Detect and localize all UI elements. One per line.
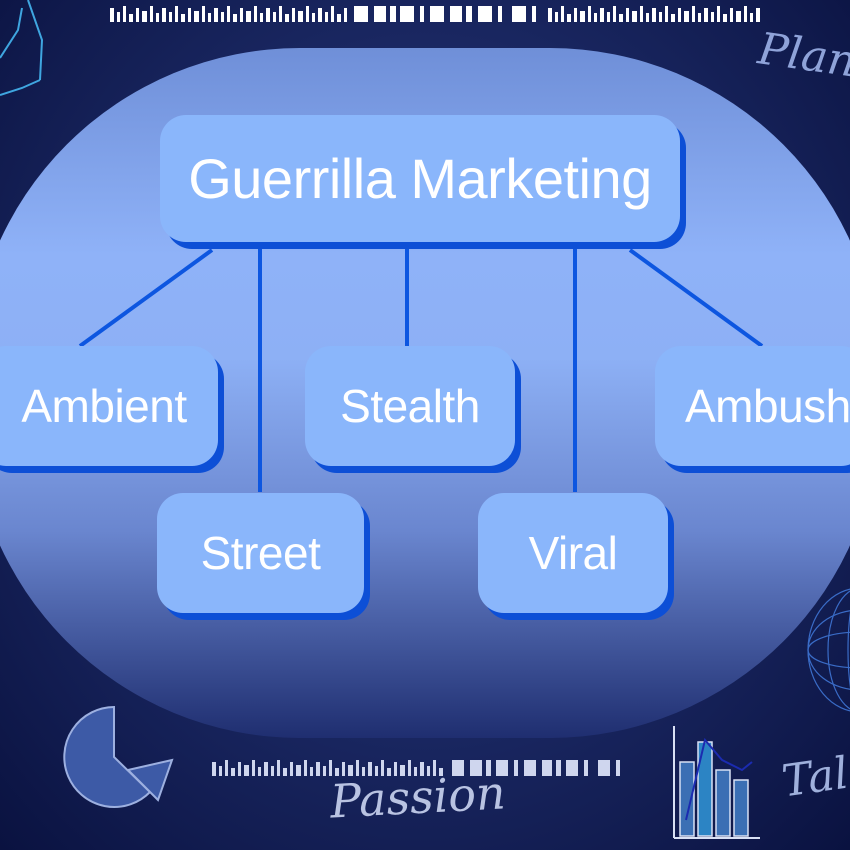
connector-root-ambient [78, 248, 214, 348]
node-street: Street [157, 493, 364, 613]
connector-root-ambush [628, 248, 764, 348]
node-label-ambient: Ambient [21, 380, 187, 432]
node-label-stealth: Stealth [340, 380, 480, 432]
node-label-street: Street [200, 527, 321, 579]
root-node-guerrilla-marketing: Guerrilla Marketing [160, 115, 680, 242]
bottom-barcode-strip [212, 760, 620, 776]
node-stealth: Stealth [305, 346, 515, 466]
pie-chart-doodle-icon [63, 705, 174, 808]
node-ambush: Ambush [655, 346, 850, 466]
node-viral: Viral [478, 493, 668, 613]
node-label-ambush: Ambush [685, 380, 850, 432]
bar-chart-doodle-icon [673, 726, 760, 839]
node-ambient: Ambient [0, 346, 218, 466]
node-label-viral: Viral [528, 527, 618, 579]
root-node-label: Guerrilla Marketing [188, 147, 652, 210]
line-chart-doodle-icon [0, 0, 44, 96]
top-barcode-strip [110, 6, 760, 22]
wireframe-globe-icon [807, 588, 850, 712]
